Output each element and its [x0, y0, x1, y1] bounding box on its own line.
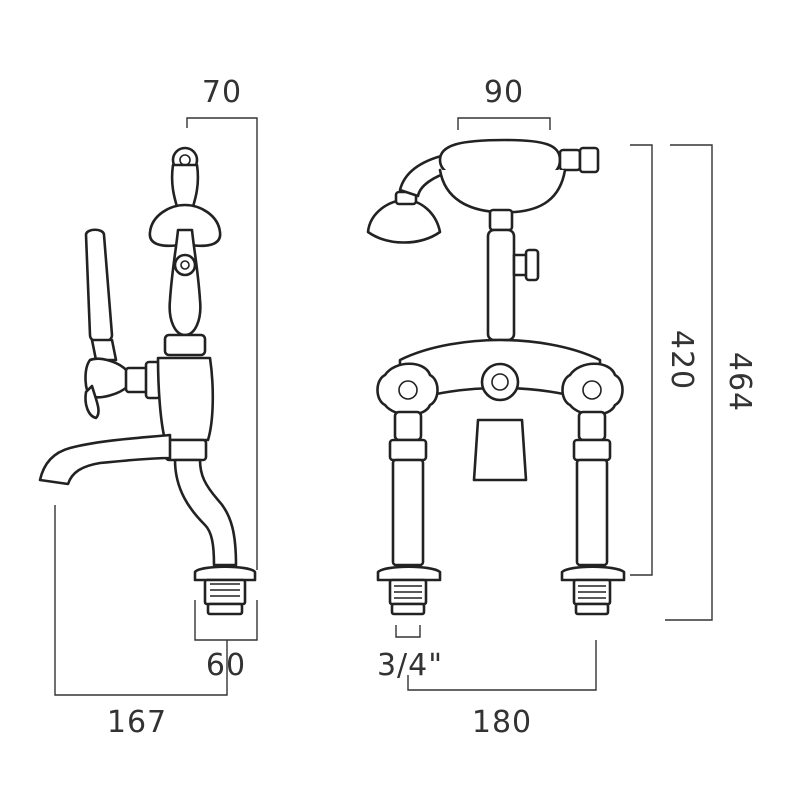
label-front-thread-size: 3/4" [377, 648, 443, 683]
label-front-height-inner: 420 [664, 330, 699, 390]
label-side-tail-width: 60 [206, 648, 246, 683]
label-front-handset-width: 90 [484, 75, 524, 110]
dim-line-side-tail [194, 600, 258, 641]
dim-line-front-height-total [665, 144, 713, 621]
label-side-top-width: 70 [202, 75, 242, 110]
front-handset [438, 138, 600, 214]
front-bridge [398, 338, 602, 482]
dim-line-side-top [186, 117, 258, 570]
front-view [366, 117, 713, 691]
label-front-centers: 180 [472, 705, 532, 740]
side-crosshead [84, 357, 162, 420]
side-body [156, 333, 215, 462]
front-right-crosshead [560, 362, 626, 616]
dim-line-side-projection [54, 505, 228, 696]
dim-line-front-centers [407, 640, 597, 691]
side-pillar [173, 458, 257, 616]
dim-line-front-height-inner [630, 144, 653, 576]
side-view [38, 117, 258, 696]
dim-line-front-thread [395, 625, 421, 638]
front-shower-rose [366, 190, 442, 244]
side-handset [148, 146, 222, 337]
label-front-height-total: 464 [722, 352, 757, 412]
dim-line-front-handset [457, 117, 551, 130]
front-riser [486, 208, 540, 342]
label-side-projection: 167 [107, 705, 167, 740]
side-lever-handle [84, 228, 118, 362]
front-left-crosshead [376, 362, 442, 616]
side-spout [38, 433, 172, 486]
